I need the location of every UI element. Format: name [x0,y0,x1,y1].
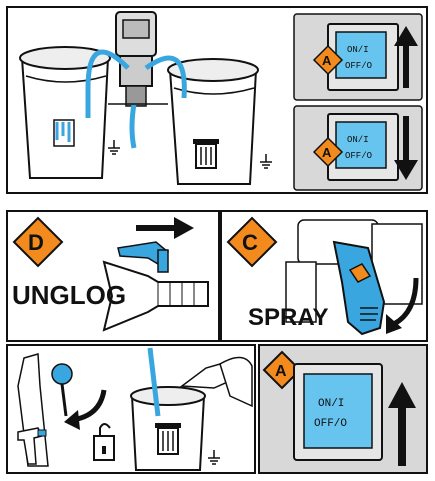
badge-a [312,44,344,76]
badge-a-label: A [322,53,332,68]
badge-a-label-2: A [322,145,332,160]
switch-on-final-illustration: A ON/I OFF/O [260,346,426,472]
arrow-icon [388,382,416,466]
prime-valve-handle [332,240,386,336]
left-bucket [19,46,111,179]
spray-label: SPRAY [248,304,329,331]
spray-illustration: C [226,216,423,336]
arrow-icon [394,116,418,180]
spray-panel: C SPRAY [220,210,428,342]
switch-off-label-3: OFF/O [314,418,347,430]
ground-icon [208,450,220,465]
spray-gun-icon [17,427,47,465]
pump-buckets-illustration: ON/I OFF/O A ON/I OFF/O A [8,8,426,192]
arrow-icon [394,26,418,88]
switch-on-panel [293,13,423,101]
switch-on-label-2: ON/I [347,135,369,145]
pump-unit [115,11,157,107]
flush-illustration [17,347,253,471]
ground-icon [260,154,272,169]
switch-off-label: OFF/O [345,61,372,71]
unglog-label: UNGLOG [12,280,127,310]
badge-d [12,216,64,268]
arrow-icon [136,217,194,239]
unglog-illustration: D [12,216,209,332]
spray-tip [102,241,209,332]
unglog-panel: D UNGLOG [6,210,220,342]
badge-c [226,216,278,268]
badge-c-label: C [242,230,258,255]
switch-off-panel [293,105,423,191]
flush-panel [6,344,256,474]
ground-icon [108,140,120,155]
trash-icon [193,139,219,169]
switch-off-label-2: OFF/O [345,151,372,161]
trash-icon [155,423,181,455]
badge-a-label-3: A [275,363,287,380]
top-panel: ON/I OFF/O A ON/I OFF/O A [6,6,428,194]
switch-on-label-3: ON/I [318,398,344,410]
unlock-icon [93,423,115,461]
arrow-icon [64,389,107,430]
switch-on-label: ON/I [347,45,369,55]
badge-a-2 [312,136,344,168]
arrow-icon [386,277,419,334]
badge-d-label: D [28,230,44,255]
switch-on-final-panel: A ON/I OFF/O [258,344,428,474]
right-bucket [167,58,259,185]
